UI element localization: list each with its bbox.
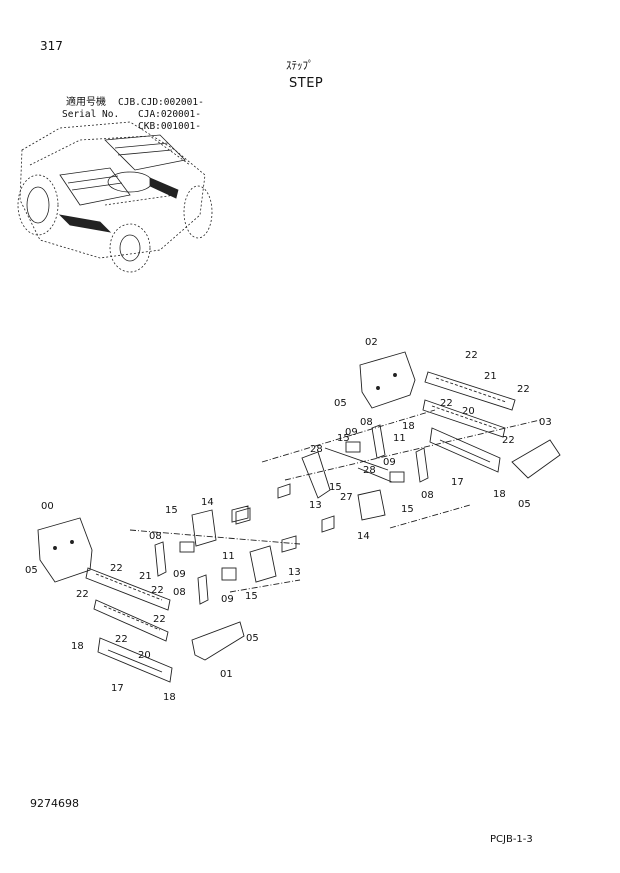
callout: 20 (462, 406, 475, 417)
callout: 15 (401, 504, 414, 515)
callout: 20 (138, 650, 151, 661)
callout: 17 (451, 477, 464, 488)
serial-value-1: CJB.CJD:002001- (118, 97, 204, 108)
callout: 13 (309, 500, 322, 511)
callout: 05 (518, 499, 531, 510)
callout: 08 (360, 417, 373, 428)
callout: 22 (440, 398, 453, 409)
callout: 13 (288, 567, 301, 578)
serial-label-en: Serial No. (62, 109, 120, 120)
callout: 15 (337, 433, 350, 444)
callout: 09 (345, 427, 358, 438)
page-number: 317 (40, 39, 63, 53)
callout: 18 (402, 421, 415, 432)
callout: 14 (201, 497, 214, 508)
callout: 28 (310, 444, 323, 455)
right-step-assembly (235, 351, 561, 533)
callout: 15 (165, 505, 178, 516)
callout: 03 (539, 417, 552, 428)
callout: 11 (393, 433, 406, 444)
callout: 08 (421, 490, 434, 501)
callout: 01 (220, 669, 233, 680)
callout: 22 (151, 585, 164, 596)
callout: 17 (111, 683, 124, 694)
callout: 22 (110, 563, 123, 574)
callout: 21 (139, 571, 152, 582)
serial-value-3: CKB:001001- (138, 121, 201, 132)
sheet-id: PCJB-1-3 (490, 834, 533, 845)
serial-label-jp: 適用号機 (66, 97, 106, 108)
callout: 11 (222, 551, 235, 562)
callout: 18 (71, 641, 84, 652)
callout: 22 (465, 350, 478, 361)
callout: 09 (221, 594, 234, 605)
callouts-left: 00 05 15 14 08 22 21 11 09 22 08 13 09 1… (25, 497, 301, 703)
callout: 05 (334, 398, 347, 409)
callout: 22 (76, 589, 89, 600)
left-step-assembly (37, 505, 301, 683)
callout: 15 (245, 591, 258, 602)
callouts-right: 02 22 21 22 05 22 20 08 18 03 22 09 15 1… (309, 337, 552, 542)
callout: 22 (115, 634, 128, 645)
serial-value-2: CJA:020001- (138, 109, 201, 120)
callout: 14 (357, 531, 370, 542)
callout: 08 (173, 587, 186, 598)
callout: 18 (163, 692, 176, 703)
title-japanese: ｽﾃｯﾌﾟ (286, 59, 314, 72)
callout: 02 (365, 337, 378, 348)
callout: 05 (25, 565, 38, 576)
callout: 22 (502, 435, 515, 446)
callout: 21 (484, 371, 497, 382)
document-number: 9274698 (30, 797, 79, 810)
callout: 05 (246, 633, 259, 644)
callout: 28 (363, 465, 376, 476)
callout: 27 (340, 492, 353, 503)
callout: 22 (517, 384, 530, 395)
callout: 18 (493, 489, 506, 500)
callout: 09 (173, 569, 186, 580)
callout: 09 (383, 457, 396, 468)
callout: 08 (149, 531, 162, 542)
machine-overview-thumbnail (17, 121, 213, 273)
callout: 15 (329, 482, 342, 493)
callout: 22 (153, 614, 166, 625)
title-english: STEP (289, 76, 324, 91)
callout: 00 (41, 501, 54, 512)
